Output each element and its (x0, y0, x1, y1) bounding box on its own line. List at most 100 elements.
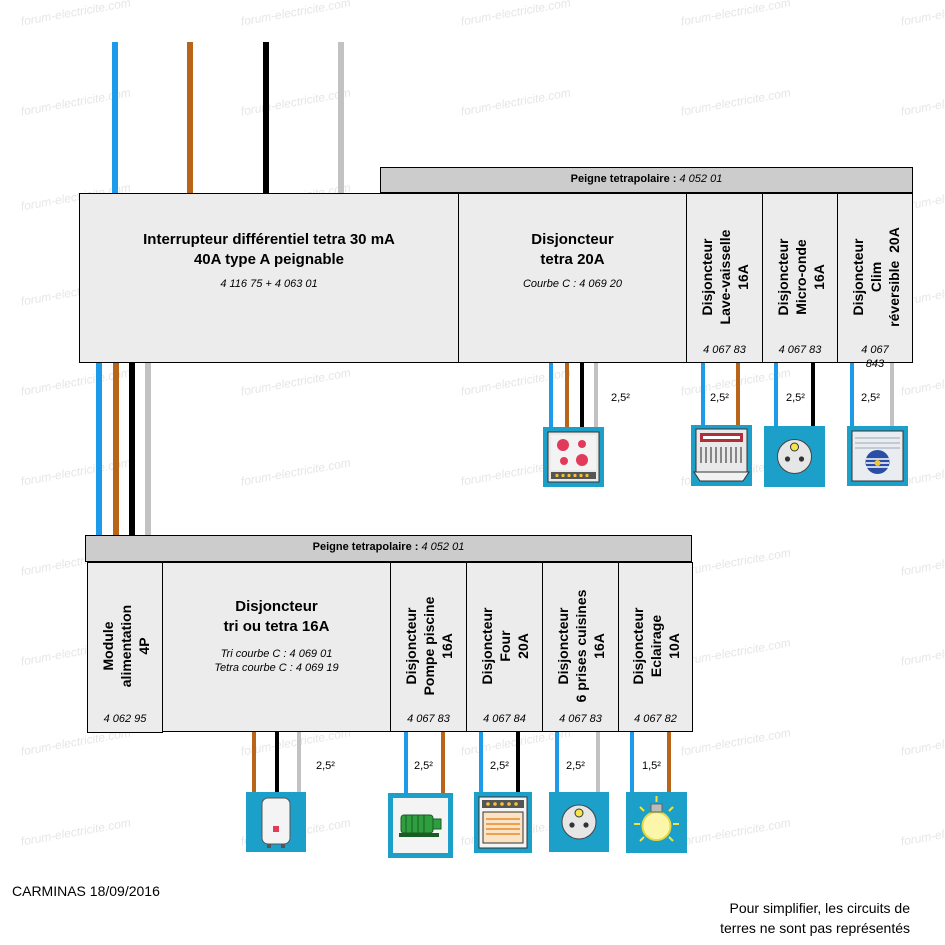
feed-wire-brown (113, 363, 119, 536)
eclairage-section-label: 1,5² (642, 760, 661, 772)
breaker-eclairage-title: Disjoncteur Eclairage 10A (630, 607, 682, 685)
footer-note-line2: terres ne sont pas représentés (720, 920, 910, 936)
author-date-label: CARMINAS 18/09/2016 (12, 883, 160, 899)
module-alimentation-box: Module alimentation 4P 4 062 95 (87, 562, 163, 733)
breaker-tri-box: Disjoncteur tri ou tetra 16A Tri courbe … (162, 562, 391, 732)
watermark-text: forum-electricite.com (679, 815, 792, 849)
piscine-wire-blue (404, 732, 408, 794)
rcd-title-line1: Interrupteur différentiel tetra 30 mA (143, 231, 395, 248)
plaque-wire-black (580, 363, 584, 429)
rcd-title-line2: 40A type A peignable (193, 251, 345, 268)
breaker-clim-ref-line2: 843 (865, 358, 885, 370)
micro-wire-black (811, 363, 815, 427)
cooktop-icon (543, 427, 604, 487)
breaker-tri-ref-line1: Tri courbe C : 4 069 01 (220, 648, 333, 660)
breaker-clim-box: Disjoncteur Clim réversible 20A 4 067 (837, 193, 913, 363)
micro-section-label: 2,5² (786, 392, 805, 404)
upper-comb-label: Peigne tetrapolaire : (570, 173, 677, 185)
watermark-text: forum-electricite.com (239, 0, 352, 29)
lower-comb-bar: Peigne tetrapolaire : 4 052 01 (85, 535, 692, 562)
breaker-eclairage-ref: 4 067 82 (634, 713, 677, 725)
plaque-section-label: 2,5² (611, 392, 630, 404)
rcd-ref: 4 116 75 + 4 063 01 (220, 278, 318, 290)
watermark-text: forum-electricite.com (239, 365, 352, 399)
four-wire-blue (479, 732, 483, 794)
breaker-lave-vaisselle-title: Disjoncteur Lave-vaisselle 16A (699, 229, 751, 325)
watermark-text: forum-electricite.com (459, 365, 572, 399)
breaker-four-ref: 4 067 84 (483, 713, 526, 725)
watermark-text: forum-electricite.com (899, 85, 945, 119)
breaker-micro-onde-box: Disjoncteur Micro-onde 16A 4 067 83 (762, 193, 838, 363)
supply-wire-blue (112, 42, 118, 194)
breaker-20a-ref: Courbe C : 4 069 20 (522, 278, 623, 290)
watermark-text: forum-electricite.com (679, 0, 792, 29)
eclairage-wire-brown (667, 732, 671, 794)
clim-wire-grey (890, 363, 894, 427)
lower-comb-ref: 4 052 01 (421, 541, 465, 553)
module-alimentation-ref: 4 062 95 (103, 713, 147, 725)
supply-wire-black (263, 42, 269, 194)
tri-wire-grey (297, 732, 301, 794)
breaker-four-box: Disjoncteur Four 20A 4 067 84 (466, 562, 543, 732)
piscine-wire-brown (441, 732, 445, 794)
plaque-wire-grey (594, 363, 598, 429)
supply-wire-brown (187, 42, 193, 194)
watermark-text: forum-electricite.com (899, 0, 945, 29)
breaker-piscine-ref: 4 067 83 (407, 713, 450, 725)
lave-wire-brown (736, 363, 740, 427)
watermark-text: forum-electricite.com (679, 85, 792, 119)
watermark-text: forum-electricite.com (899, 545, 945, 579)
breaker-clim-ref-line1: 4 067 (861, 344, 889, 356)
watermark-text: forum-electricite.com (19, 0, 132, 29)
breaker-micro-onde-title: Disjoncteur Micro-onde 16A (775, 238, 827, 316)
feed-wire-black (129, 363, 135, 536)
breaker-lave-vaisselle-box: Disjoncteur Lave-vaisselle 16A 4 067 83 (686, 193, 763, 363)
supply-wire-grey (338, 42, 344, 194)
prises-wire-grey (596, 732, 600, 794)
feed-wire-grey (145, 363, 151, 536)
watermark-text: forum-electricite.com (899, 635, 945, 669)
plaque-wire-blue (549, 363, 553, 429)
prises-wire-blue (555, 732, 559, 794)
breaker-tri-title: Disjoncteur tri ou tetra 16A (163, 597, 390, 637)
breaker-piscine-title: Disjoncteur Pompe piscine 16A (403, 596, 455, 696)
dishwasher-icon (691, 425, 752, 486)
water-heater-icon (246, 792, 306, 852)
breaker-tri-title-line2: tri ou tetra 16A (223, 618, 330, 635)
watermark-text: forum-electricite.com (239, 455, 352, 489)
breaker-piscine-box: Disjoncteur Pompe piscine 16A 4 067 83 (390, 562, 467, 732)
watermark-text: forum-electricite.com (459, 85, 572, 119)
breaker-tri-title-line1: Disjoncteur (235, 598, 318, 615)
air-conditioner-icon (847, 426, 908, 486)
breaker-four-title: Disjoncteur Four 20A (479, 607, 531, 685)
tri-wire-black (275, 732, 279, 794)
lave-section-label: 2,5² (710, 392, 729, 404)
footer-note: Pour simplifier, les circuits de terres … (660, 898, 910, 938)
prises-section-label: 2,5² (566, 760, 585, 772)
clim-wire-blue (850, 363, 854, 427)
oven-icon (474, 792, 532, 853)
micro-wire-blue (774, 363, 778, 427)
watermark-text: forum-electricite.com (679, 545, 792, 579)
tri-wire-brown (252, 732, 256, 794)
watermark-text: forum-electricite.com (239, 85, 352, 119)
watermark-text: forum-electricite.com (459, 0, 572, 29)
module-alimentation-title: Module alimentation 4P (100, 604, 152, 688)
plaque-wire-brown (565, 363, 569, 429)
light-bulb-icon (626, 792, 687, 853)
four-wire-black (516, 732, 520, 794)
tri-section-label: 2,5² (316, 760, 335, 772)
breaker-prises-box: Disjoncteur 6 prises cuisines 16A 4 067 … (542, 562, 619, 732)
watermark-text: forum-electricite.com (899, 815, 945, 849)
socket-icon (764, 426, 825, 487)
lave-wire-blue (701, 363, 705, 427)
breaker-micro-onde-ref: 4 067 83 (778, 344, 822, 356)
upper-comb-ref: 4 052 01 (679, 173, 723, 185)
clim-section-label: 2,5² (861, 392, 880, 404)
watermark-text: forum-electricite.com (899, 725, 945, 759)
watermark-text: forum-electricite.com (679, 725, 792, 759)
watermark-text: forum-electricite.com (19, 815, 132, 849)
breaker-20a-box: Disjoncteur tetra 20A Courbe C : 4 069 2… (458, 193, 687, 363)
piscine-section-label: 2,5² (414, 760, 433, 772)
breaker-prises-title: Disjoncteur 6 prises cuisines 16A (555, 589, 607, 703)
